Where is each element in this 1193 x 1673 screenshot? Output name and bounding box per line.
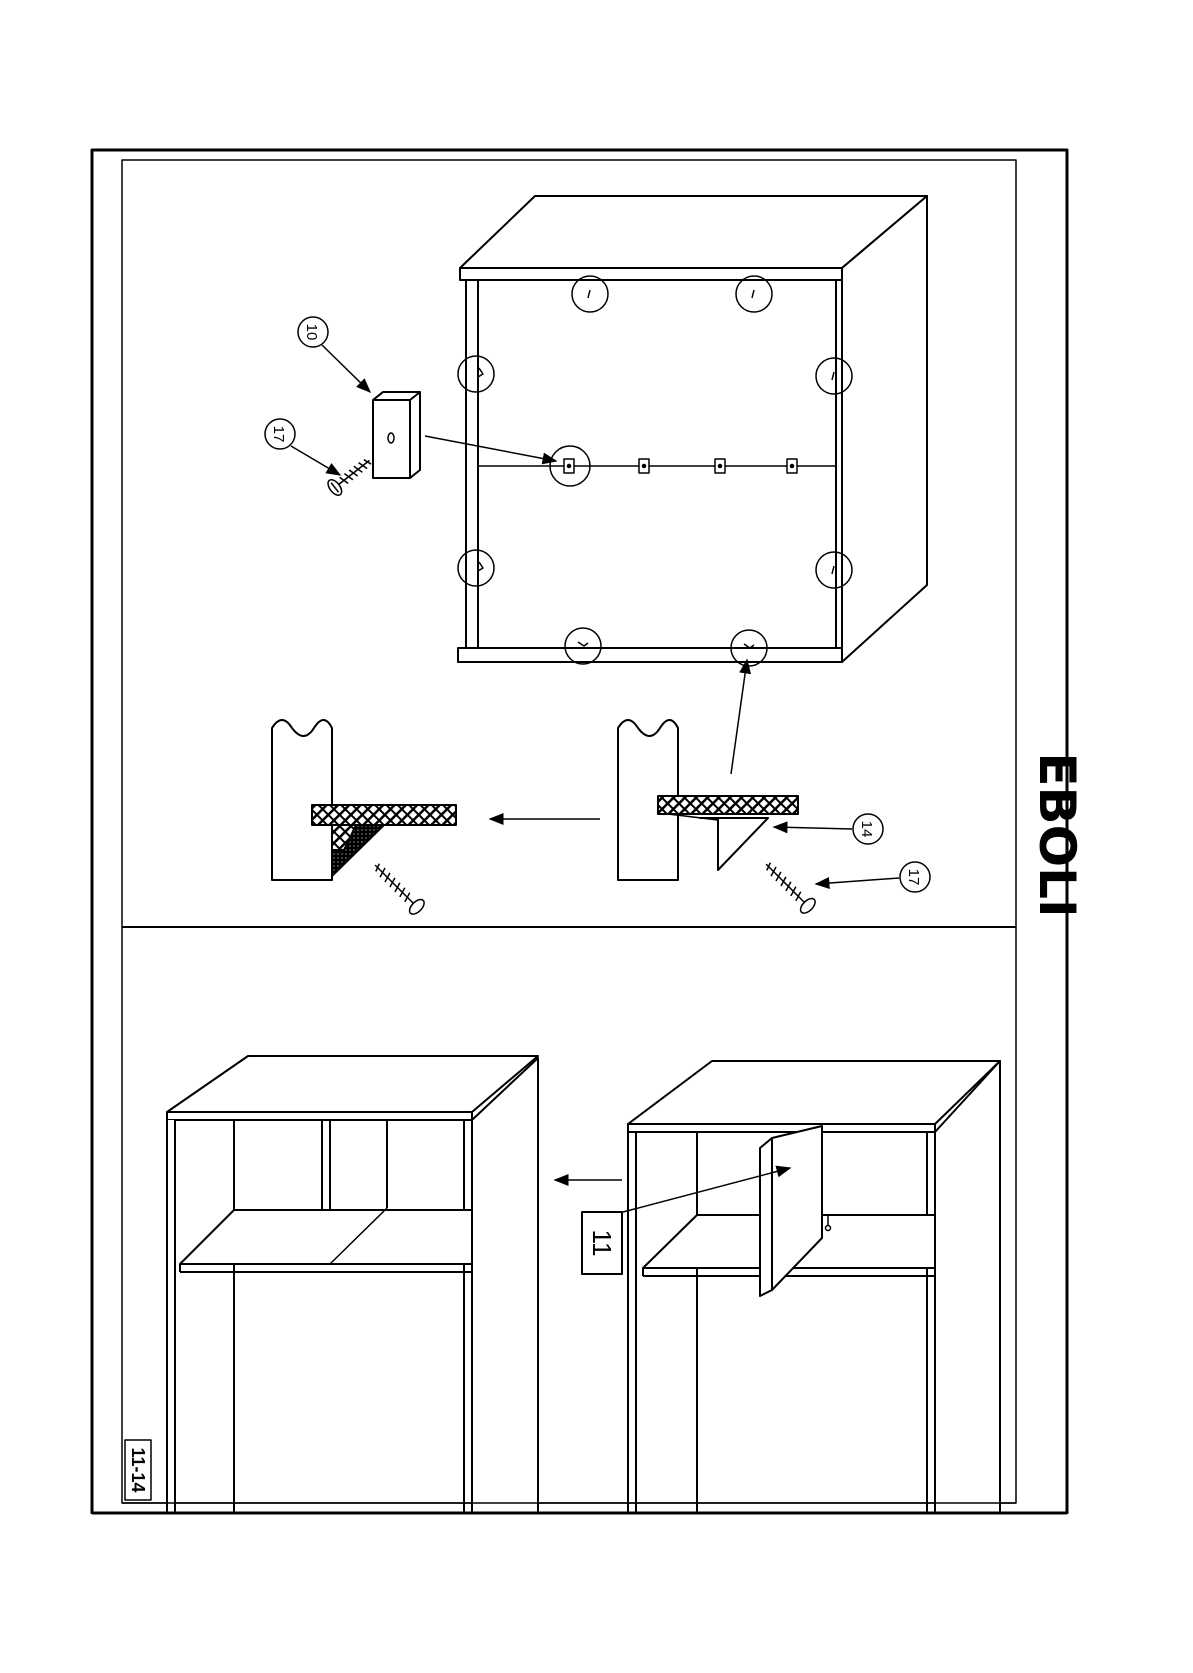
carcass-top-view <box>458 196 927 662</box>
bracket-arrow <box>425 436 556 461</box>
callout-screw-detail-label: 17 <box>905 869 922 886</box>
screw-icon <box>325 453 375 497</box>
callout-bracket: 10 <box>298 317 370 392</box>
step-label-box: 11-14 <box>125 1440 151 1500</box>
screw-icon <box>760 858 818 916</box>
step-label: 11-14 <box>128 1447 148 1492</box>
callout-bracket-label: 10 <box>303 324 320 341</box>
callout-screw-detail: 17 <box>816 862 930 892</box>
bracket-part <box>373 392 420 478</box>
cleat-detail-before <box>618 262 798 880</box>
screw-icon <box>369 859 427 917</box>
callout-cleat: 14 <box>774 814 883 844</box>
callout-screw-top-label: 17 <box>270 426 287 443</box>
brand-title: EBOLI <box>1028 752 1086 917</box>
cleat-detail-after <box>272 720 456 880</box>
bottom-frame-edge <box>92 1503 1067 1513</box>
callout-cleat-label: 14 <box>858 821 875 838</box>
callout-screw-top: 17 <box>265 419 340 475</box>
callout-door-label: 11 <box>587 1230 617 1257</box>
frame-mask <box>0 1514 1193 1673</box>
